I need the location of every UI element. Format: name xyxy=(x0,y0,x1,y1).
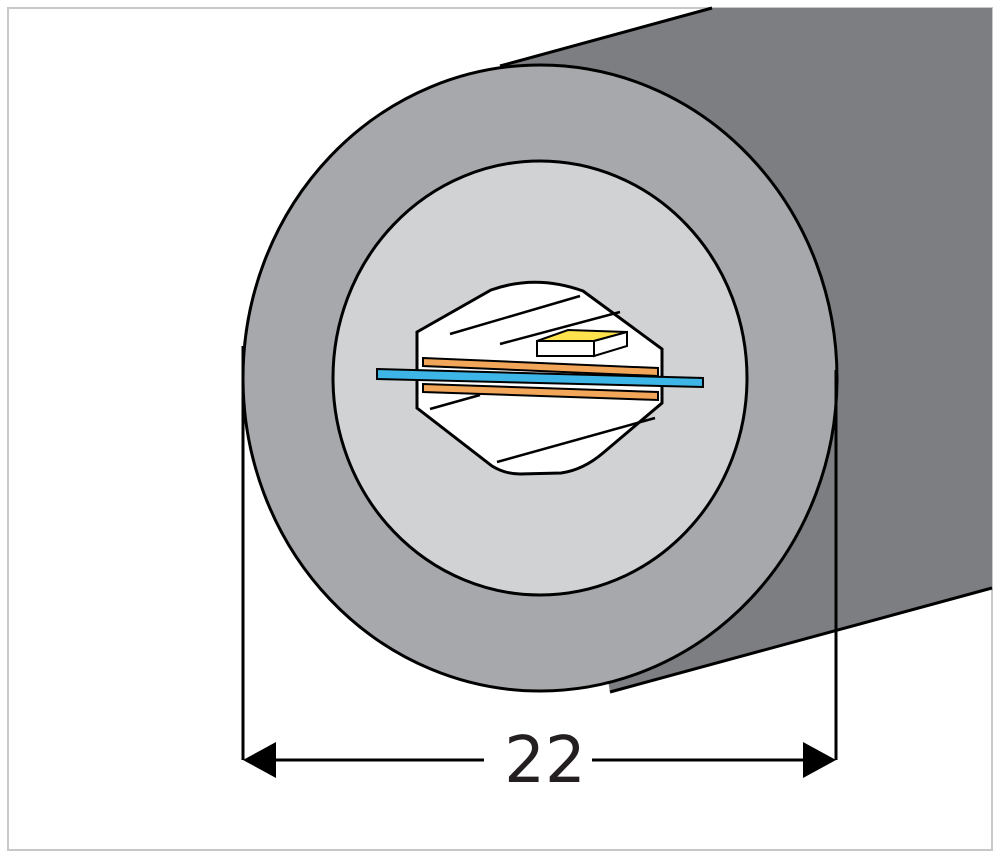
led-chip-front xyxy=(536,340,595,357)
tube-top-edge xyxy=(499,6,713,68)
cavity-line-3 xyxy=(429,393,481,411)
tube-bottom-edge xyxy=(609,586,993,694)
dimension-arrow-right xyxy=(803,742,836,778)
cavity-line-1 xyxy=(449,294,581,336)
copper-strip-lower xyxy=(422,382,659,402)
led-chip-side xyxy=(593,330,628,358)
dimension-label: 22 xyxy=(504,724,585,798)
cavity-line-2 xyxy=(499,310,621,346)
cavity-line-4 xyxy=(496,416,656,464)
pcb-strip xyxy=(376,367,704,389)
dimension-arrow-left xyxy=(243,742,276,778)
